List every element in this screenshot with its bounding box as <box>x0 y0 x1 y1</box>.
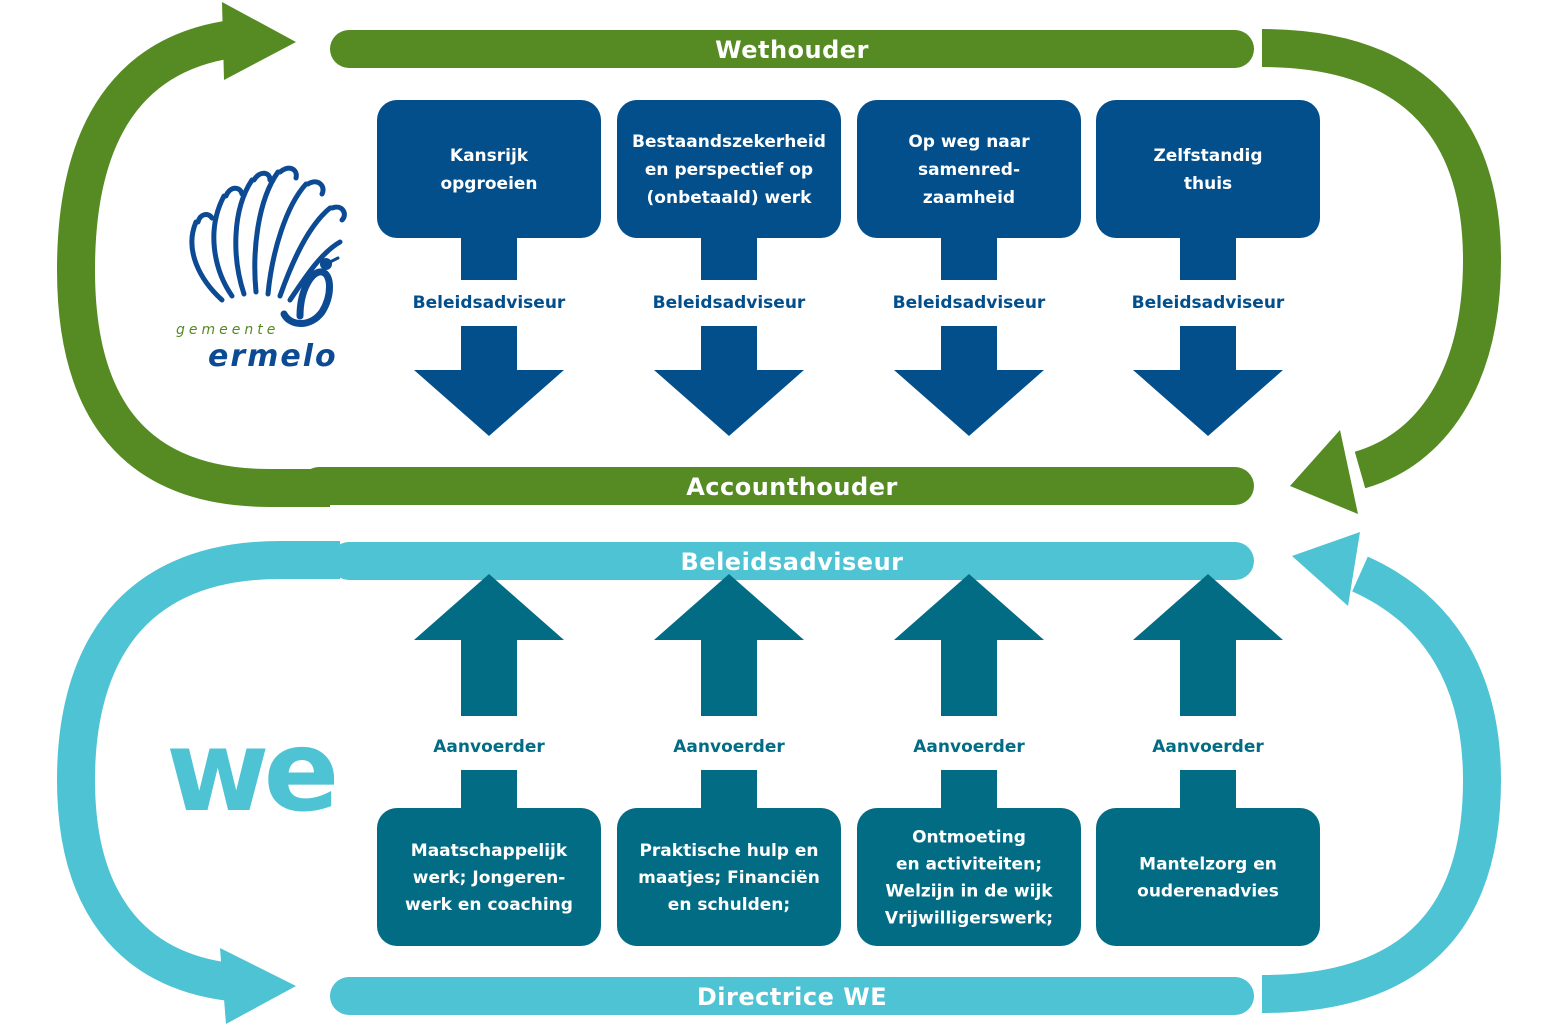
bottom-footer-bar <box>330 977 1254 1015</box>
bottom-topic-box-text-line: werk en coaching <box>405 895 573 915</box>
bottom-topic-box-text: Ontmoeting en activiteiten; Welzijn in de … <box>885 828 1053 929</box>
bottom-topic-box-text-line: Praktische hulp en <box>639 841 818 861</box>
top-right-loop-arc <box>1261 29 1502 489</box>
top-topic-box <box>377 100 601 238</box>
bottom-topic-box-text-line: ouderenadvies <box>1137 882 1279 902</box>
bottom-topic-box-text-line: Maatschappelijk <box>411 841 568 861</box>
bottom-right-loop-arrowhead <box>1292 532 1360 606</box>
bottom-topic-box-text-line: Welzijn in de wijk <box>885 882 1053 902</box>
bottom-right-loop-arc <box>1261 556 1502 1013</box>
logo-ermelo-text: ermelo <box>208 339 338 374</box>
top-column: Op weg naar samenred-zaamheidBeleidsadvis… <box>857 100 1081 436</box>
ermelo-logo: gemeente ermelo <box>176 165 347 374</box>
top-topic-box <box>617 100 841 238</box>
up-arrow <box>654 574 804 716</box>
top-topic-box <box>857 100 1081 238</box>
down-arrow <box>654 326 804 436</box>
top-footer-bar <box>300 467 1254 505</box>
bottom-topic-box-text-line: Ontmoeting <box>912 828 1026 848</box>
bottom-topic-box-text: Praktische hulp en maatjes; Financiën en s… <box>638 841 820 915</box>
top-left-loop-arc <box>56 19 330 507</box>
bottom-header-label: Beleidsadviseur <box>681 548 904 576</box>
up-arrow <box>414 574 564 716</box>
top-topic-box-text-line: zaamheid <box>923 188 1015 208</box>
top-topic-box-text-line: samenred- <box>918 160 1020 180</box>
bottom-topic-box-text-line: Mantelzorg en <box>1139 855 1277 875</box>
top-topic-box-text-line: en perspectief op <box>645 160 813 180</box>
top-topic-box-text-line: (onbetaald) werk <box>647 188 813 208</box>
top-topic-box-text-line: Zelfstandig <box>1153 146 1262 166</box>
top-topic-box <box>1096 100 1320 238</box>
top-header-bar <box>330 30 1254 68</box>
top-connector-label: Beleidsadviseur <box>893 293 1046 313</box>
bottom-topic-box-text-line: en activiteiten; <box>896 855 1042 875</box>
bottom-connector-label: Aanvoerder <box>1152 737 1264 757</box>
bottom-topic-box <box>377 808 601 946</box>
top-connector-shaft <box>461 230 517 280</box>
bottom-topic-box-text-line: en schulden; <box>668 895 790 915</box>
up-arrow <box>1133 574 1283 716</box>
top-topic-box-text: Zelfstandig thuis <box>1153 146 1262 194</box>
bottom-left-loop-arc <box>56 541 340 1001</box>
up-arrow <box>894 574 1044 716</box>
bottom-topic-box-text: Mantelzorg en ouderenadvies <box>1137 855 1279 902</box>
bottom-connector-label: Aanvoerder <box>433 737 545 757</box>
top-cycle: Wethouder Accounthouder Kansrijk opgroeie… <box>56 2 1502 514</box>
top-connector-label: Beleidsadviseur <box>1132 293 1285 313</box>
bottom-topic-box-text: Maatschappelijk werk; Jongeren-werk en co… <box>405 841 573 915</box>
bottom-topic-box <box>857 808 1081 946</box>
top-connector-shaft <box>941 230 997 280</box>
logo-we-text: we <box>166 707 334 837</box>
bottom-topic-box-text-line: werk; Jongeren- <box>413 868 566 888</box>
bottom-connector-label: Aanvoerder <box>913 737 1025 757</box>
top-topic-box-text-line: opgroeien <box>440 174 537 194</box>
top-topic-box-text-line: Op weg naar <box>908 132 1030 152</box>
top-topic-box-text: Kansrijk opgroeien <box>440 146 537 194</box>
bottom-footer-label: Directrice WE <box>697 983 887 1011</box>
top-connector-shaft <box>701 230 757 280</box>
we-logo: we <box>166 707 340 837</box>
logo-gemeente-text: gemeente <box>176 322 279 338</box>
top-topic-box-text-line: Kansrijk <box>450 146 529 166</box>
top-connector-shaft <box>1180 230 1236 280</box>
bottom-cycle: Beleidsadviseur Directrice WE Aanvoerder… <box>56 532 1502 1024</box>
bottom-left-loop-arrowhead <box>220 948 296 1024</box>
top-column: Bestaandszekerheid en perspectief op (onbe… <box>617 100 841 436</box>
bottom-topic-box <box>1096 808 1320 946</box>
top-topic-box-text: Op weg naar samenred-zaamheid <box>908 132 1030 208</box>
top-connector-label: Beleidsadviseur <box>413 293 566 313</box>
top-header-label: Wethouder <box>715 36 869 64</box>
top-topic-box-text: Bestaandszekerheid en perspectief op (onbe… <box>632 132 826 208</box>
down-arrow <box>414 326 564 436</box>
bottom-topic-box-text-line: Vrijwilligerswerk; <box>885 909 1053 929</box>
top-left-loop-arrowhead <box>222 2 296 80</box>
bottom-topic-box-text-line: maatjes; Financiën <box>638 868 820 888</box>
down-arrow <box>1133 326 1283 436</box>
top-topic-box-text-line: thuis <box>1184 174 1232 194</box>
down-arrow <box>894 326 1044 436</box>
bottom-topic-box <box>617 808 841 946</box>
peacock-icon <box>189 165 347 327</box>
top-footer-label: Accounthouder <box>686 473 898 501</box>
top-topic-box-text-line: Bestaandszekerheid <box>632 132 826 152</box>
bottom-connector-label: Aanvoerder <box>673 737 785 757</box>
bottom-header-bar <box>330 542 1254 580</box>
top-connector-label: Beleidsadviseur <box>653 293 806 313</box>
top-right-loop-arrowhead <box>1290 430 1358 514</box>
